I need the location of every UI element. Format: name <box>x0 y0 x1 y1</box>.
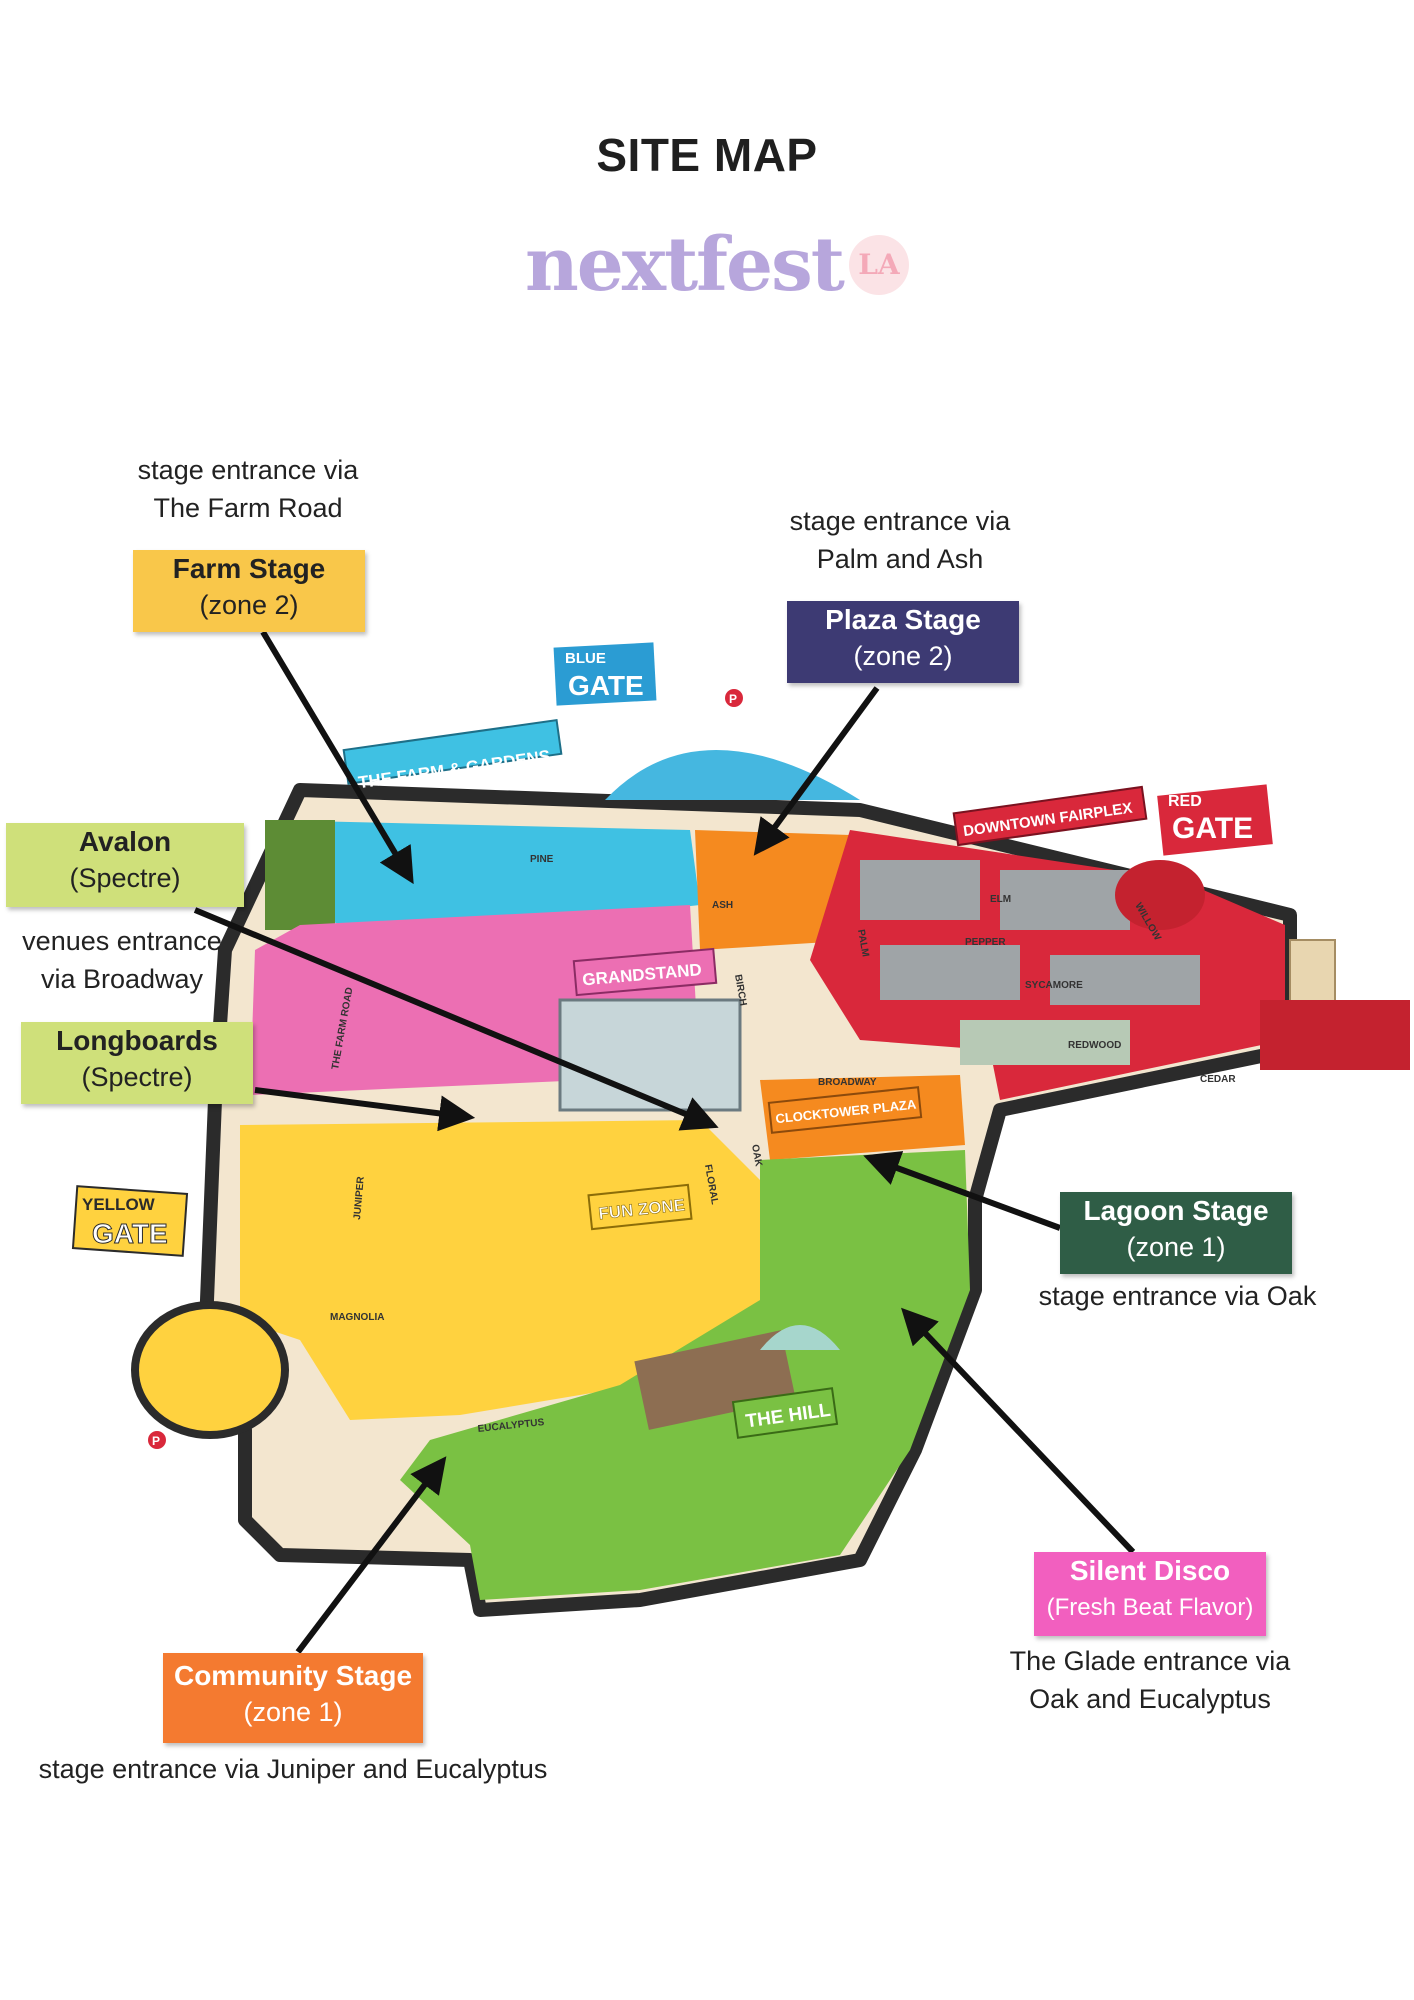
silent-disco-name: Silent Disco <box>1069 1555 1231 1586</box>
red-gate-text-top: RED <box>1168 793 1202 810</box>
plaza-stage-zone: (zone 2) <box>853 641 953 671</box>
plaza-note-line2: Palm and Ash <box>816 544 984 574</box>
svg-text:P: P <box>152 1434 160 1448</box>
blue-gate-badge: BLUE GATE <box>553 642 657 706</box>
street-oak: OAK <box>749 1144 764 1169</box>
street-ash: ASH <box>712 900 733 911</box>
community-stage-arrow <box>295 1456 447 1654</box>
downtown-block <box>1050 955 1200 1005</box>
farm-gardens-banner: THE FARM & GARDENS <box>342 719 563 792</box>
downtown-block <box>1000 870 1130 930</box>
lagoon-note-line1: stage entrance via Oak <box>1038 1281 1317 1311</box>
farm-note-line1: stage entrance via <box>137 455 359 485</box>
lagoon-stage-zone: (zone 1) <box>1126 1232 1226 1262</box>
plaza-note-line1: stage entrance via <box>789 506 1011 536</box>
red-gate-text: GATE <box>1172 812 1253 845</box>
plaza-stage-name: Plaza Stage <box>825 604 981 635</box>
plaza-stage-label: Plaza Stage (zone 2) <box>787 601 1019 683</box>
farm-note-line2: The Farm Road <box>153 493 343 523</box>
avalon-label: Avalon (Spectre) <box>6 823 244 907</box>
community-stage-name: Community Stage <box>173 1660 413 1691</box>
plaza-stage-arrow <box>753 686 880 856</box>
avalon-note-line1: venues entrance <box>22 926 222 956</box>
street-broadway: BROADWAY <box>818 1077 877 1088</box>
silent-disco-arrow <box>901 1307 1136 1555</box>
street-pepper: PEPPER <box>965 937 1006 948</box>
street-palm: PALM <box>855 929 871 958</box>
lagoon-stage-label: Lagoon Stage (zone 1) <box>1060 1192 1292 1274</box>
grandstand-building <box>558 998 742 1112</box>
silent-disco-note: The Glade entrance via Oak and Eucalyptu… <box>1000 1642 1300 1718</box>
street-redwood: REDWOOD <box>1068 1040 1121 1051</box>
farm-gardens-plots <box>265 820 335 930</box>
longboards-label: Longboards (Spectre) <box>21 1022 253 1104</box>
page-title: SITE MAP <box>596 129 818 181</box>
parking-marker: P <box>725 689 743 707</box>
grandstand-banner: GRANDSTAND <box>572 947 718 997</box>
street-birch: BIRCH <box>732 974 748 1007</box>
avalon-note: venues entrance via Broadway <box>12 922 232 998</box>
farm-stage-arrow <box>260 630 414 885</box>
lagoon-stage-note: stage entrance via Oak <box>1030 1277 1325 1315</box>
street-cedar: CEDAR <box>1200 1074 1236 1085</box>
avalon-note-line2: via Broadway <box>40 964 204 994</box>
street-juniper: JUNIPER <box>352 1175 367 1220</box>
logo-badge: LA <box>848 235 909 295</box>
community-stage-label: Community Stage (zone 1) <box>163 1653 423 1743</box>
clocktower-banner: CLOCKTOWER PLAZA <box>767 1086 923 1134</box>
street-pine: PINE <box>530 854 554 865</box>
blue-gate-text-top: BLUE <box>565 650 606 667</box>
street-elm: ELM <box>990 894 1011 905</box>
plaza-area <box>695 830 860 950</box>
red-gate-plaza <box>1115 860 1205 930</box>
longboards-name: Longboards <box>56 1025 218 1056</box>
farm-area <box>265 820 700 925</box>
downtown-banner: DOWNTOWN FAIRPLEX <box>952 785 1148 847</box>
community-note-line1: stage entrance via Juniper and Eucalyptu… <box>38 1754 548 1784</box>
avalon-arrow <box>193 907 719 1131</box>
plaza-stage-note: stage entrance via Palm and Ash <box>775 502 1025 578</box>
longboards-venue: (Spectre) <box>81 1062 193 1092</box>
blue-gate-text: GATE <box>568 670 644 701</box>
farm-stage-zone: (zone 2) <box>199 590 299 620</box>
silent-disco-label: Silent Disco (Fresh Beat Flavor) <box>1034 1552 1266 1636</box>
avalon-venue: (Spectre) <box>69 863 181 893</box>
street-sycamore: SYCAMORE <box>1025 980 1083 991</box>
hill-dome <box>760 1325 840 1350</box>
silent-disco-venue: (Fresh Beat Flavor) <box>1046 1594 1254 1621</box>
yellow-gate-badge: YELLOW GATE <box>71 1185 189 1257</box>
logo-text: nextfest <box>525 222 845 308</box>
parking-marker: P <box>148 1431 166 1449</box>
svg-text:P: P <box>729 692 737 706</box>
lagoon-stage-name: Lagoon Stage <box>1083 1195 1269 1226</box>
community-stage-zone: (zone 1) <box>243 1697 343 1727</box>
downtown-block <box>960 1020 1130 1065</box>
blue-gate-dome <box>605 750 860 800</box>
downtown-block <box>880 945 1020 1000</box>
longboards-arrow <box>254 1087 476 1132</box>
silent-note-line2: Oak and Eucalyptus <box>1029 1684 1271 1714</box>
community-stage-note: stage entrance via Juniper and Eucalyptu… <box>28 1750 558 1788</box>
farm-stage-name: Farm Stage <box>172 553 326 584</box>
yellow-gate-text: GATE <box>92 1218 168 1249</box>
casino-base <box>1260 1000 1410 1070</box>
yellow-gate-plaza <box>131 1301 289 1439</box>
farm-stage-note: stage entrance via The Farm Road <box>128 451 368 527</box>
avalon-name: Avalon <box>78 826 172 857</box>
farm-stage-label: Farm Stage (zone 2) <box>133 550 365 632</box>
downtown-block <box>860 860 980 920</box>
silent-note-line1: The Glade entrance via <box>1009 1646 1291 1676</box>
street-magnolia: MAGNOLIA <box>330 1312 384 1323</box>
the-hill-banner: THE HILL <box>731 1387 839 1439</box>
red-gate-badge: RED GATE <box>1157 784 1273 856</box>
lagoon-stage-arrow <box>863 1151 1062 1231</box>
yellow-gate-text-top: YELLOW <box>82 1195 156 1214</box>
fun-zone-banner: FUN ZONE <box>587 1183 693 1231</box>
